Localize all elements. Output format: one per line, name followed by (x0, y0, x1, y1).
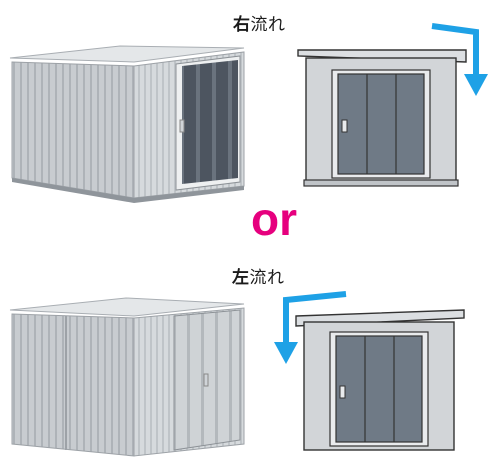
down-left-arrow-icon (274, 291, 347, 364)
left-flow-label-rest: 流れ (249, 268, 285, 288)
left-flow-label-bold: 左 (232, 268, 250, 288)
shed-front-drawing-right-flow (297, 49, 467, 187)
right-flow-label-rest: 流れ (250, 15, 286, 35)
right-flow-label: 右流れ (233, 10, 286, 35)
down-right-arrow-icon (431, 23, 488, 96)
right-flow-label-bold: 右 (233, 15, 251, 35)
or-separator: or (251, 193, 297, 245)
shed-photo-left-flow (9, 297, 245, 457)
shed-photo-right-flow (9, 45, 245, 203)
left-flow-label: 左流れ (232, 263, 285, 288)
shed-front-drawing-left-flow (295, 309, 465, 451)
